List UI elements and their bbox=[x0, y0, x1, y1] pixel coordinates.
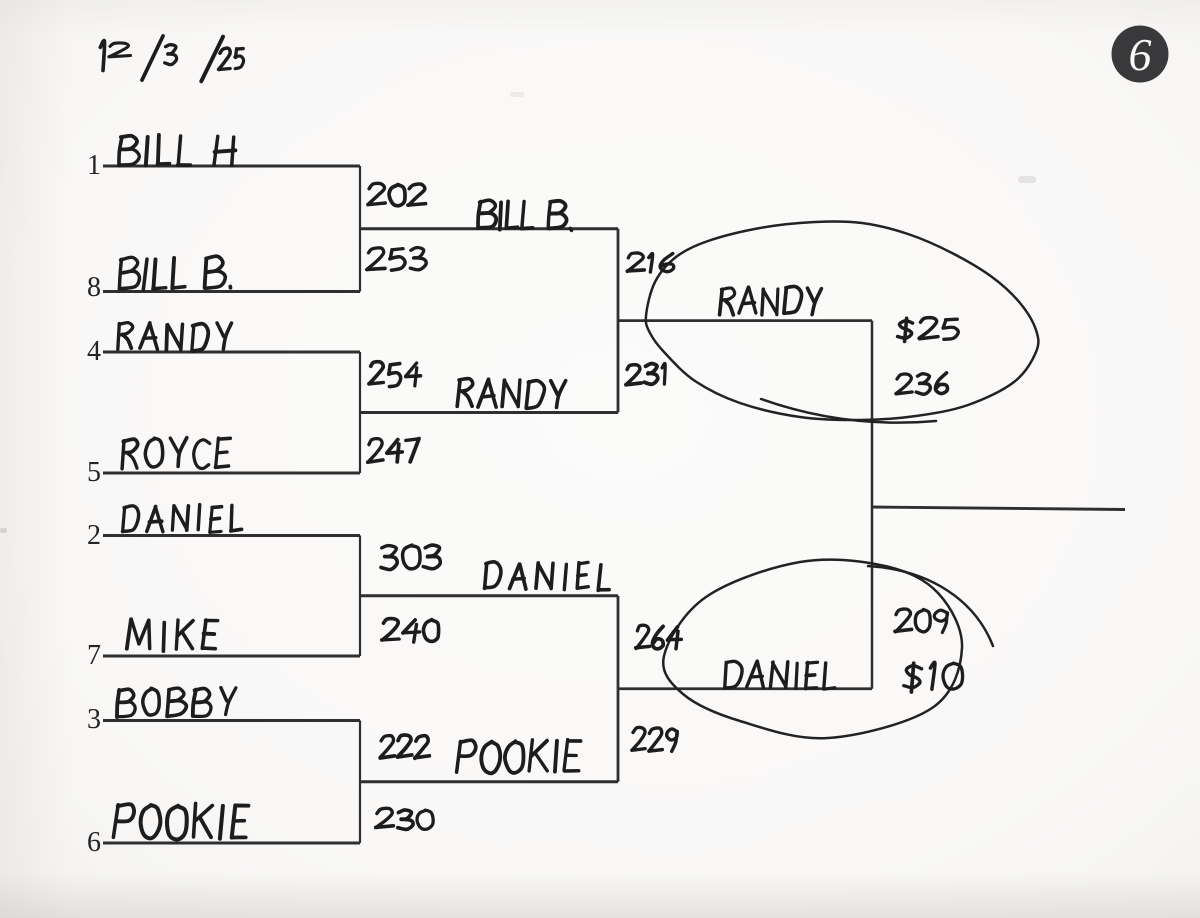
svg-text:5: 5 bbox=[87, 457, 101, 488]
svg-text:6: 6 bbox=[1129, 29, 1152, 80]
svg-text:8: 8 bbox=[87, 272, 101, 303]
svg-text:6: 6 bbox=[87, 827, 101, 858]
svg-text:2: 2 bbox=[87, 520, 101, 551]
svg-text:3: 3 bbox=[87, 704, 101, 735]
svg-text:7: 7 bbox=[87, 640, 101, 671]
svg-text:1: 1 bbox=[87, 150, 101, 181]
svg-text:4: 4 bbox=[87, 336, 101, 367]
